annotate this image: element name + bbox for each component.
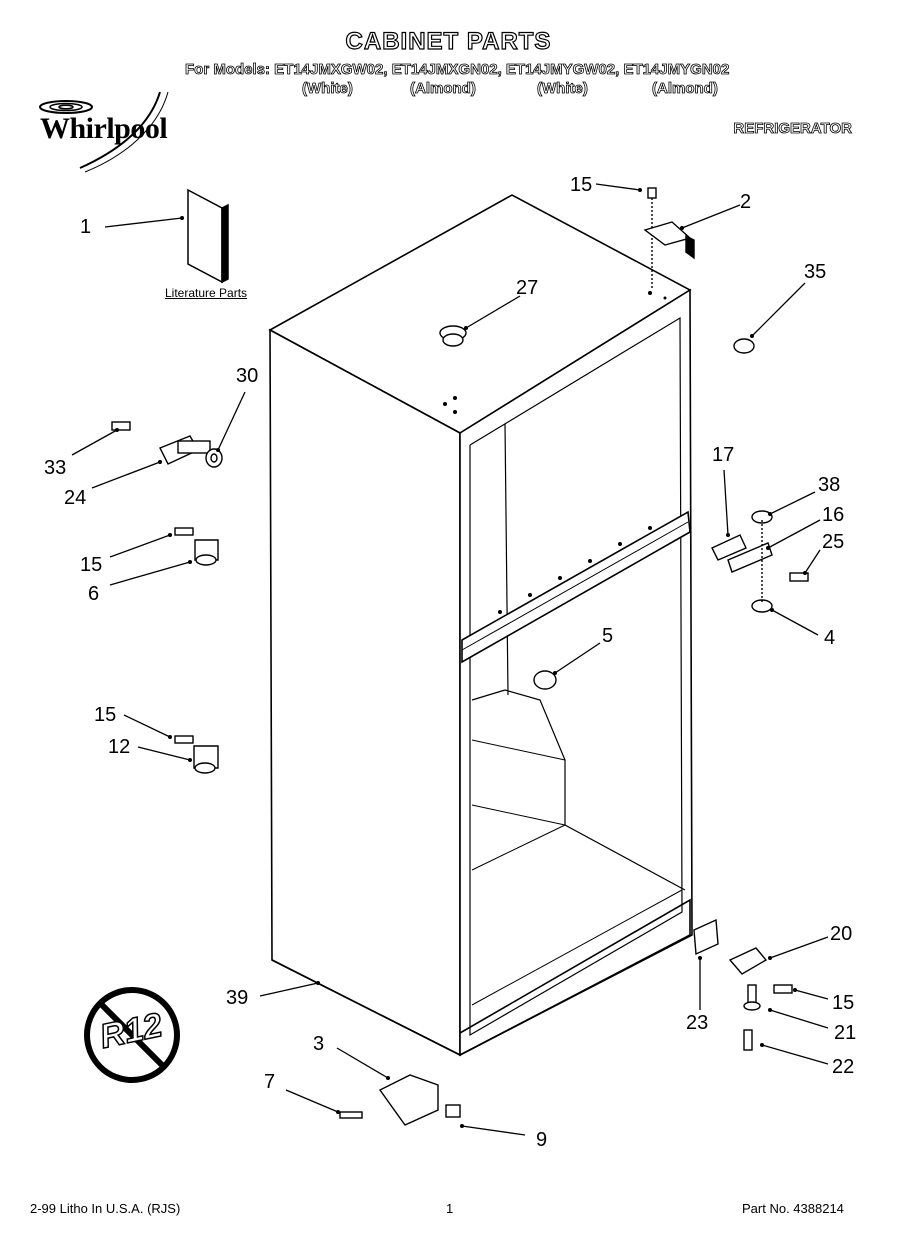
callout-number: 25	[822, 531, 845, 553]
page-title: CABINET PARTS	[345, 27, 552, 55]
callout-number: 15	[80, 554, 103, 576]
rail-holes	[443, 291, 667, 614]
callout-number: 5	[602, 625, 614, 647]
leader-arrowheads	[115, 188, 807, 1128]
callout-number: 16	[822, 504, 845, 526]
refrigerator-cabinet	[268, 194, 693, 1057]
callout-number: 3	[313, 1033, 325, 1055]
callout-number: 39	[226, 987, 249, 1009]
callout-number: 6	[88, 583, 100, 605]
part-number: Part No. 4388214	[742, 1201, 844, 1216]
literature-book	[187, 188, 229, 284]
callout-number: 24	[64, 487, 87, 509]
callout-number: 30	[236, 365, 259, 387]
callout-number: 2	[740, 191, 752, 213]
footer-print-info: 2-99 Litho In U.S.A. (RJS)	[30, 1201, 181, 1216]
callout-number: 20	[830, 923, 853, 945]
callout-number: 33	[44, 457, 67, 479]
models-line: For Models: ET14JMXGW02, ET14JMXGN02, ET…	[185, 61, 730, 79]
callout-number: 38	[818, 474, 841, 496]
brand-logo-text: Whirlpool	[40, 112, 168, 145]
color-label: (Almond)	[652, 80, 719, 98]
callout-number: 15	[570, 174, 593, 196]
callout-number: 15	[832, 992, 855, 1014]
appliance-label: REFRIGERATOR	[733, 120, 852, 138]
literature-parts-label: Literature Parts	[165, 286, 248, 300]
callout-number: 22	[832, 1056, 855, 1078]
callout-number: 9	[536, 1129, 548, 1151]
color-label: (White)	[302, 80, 354, 98]
callout-number: 12	[108, 736, 131, 758]
callout-number: 4	[824, 627, 836, 649]
callout-number: 27	[516, 277, 539, 299]
leader-lines	[71, 183, 829, 1136]
page-number: 1	[446, 1201, 454, 1216]
callout-number: 17	[712, 444, 735, 466]
callout-number: 23	[686, 1012, 709, 1034]
color-label: (White)	[537, 80, 589, 98]
callout-number: 1	[80, 216, 92, 238]
callout-number: 15	[94, 704, 117, 726]
r12-badge	[84, 987, 180, 1083]
whirlpool-logo-swirl	[39, 91, 169, 173]
color-label: (Almond)	[410, 80, 477, 98]
callout-number: 21	[834, 1022, 857, 1044]
callout-number: 7	[264, 1071, 276, 1093]
hardware-parts	[111, 187, 809, 1126]
callout-number: 35	[804, 261, 827, 283]
